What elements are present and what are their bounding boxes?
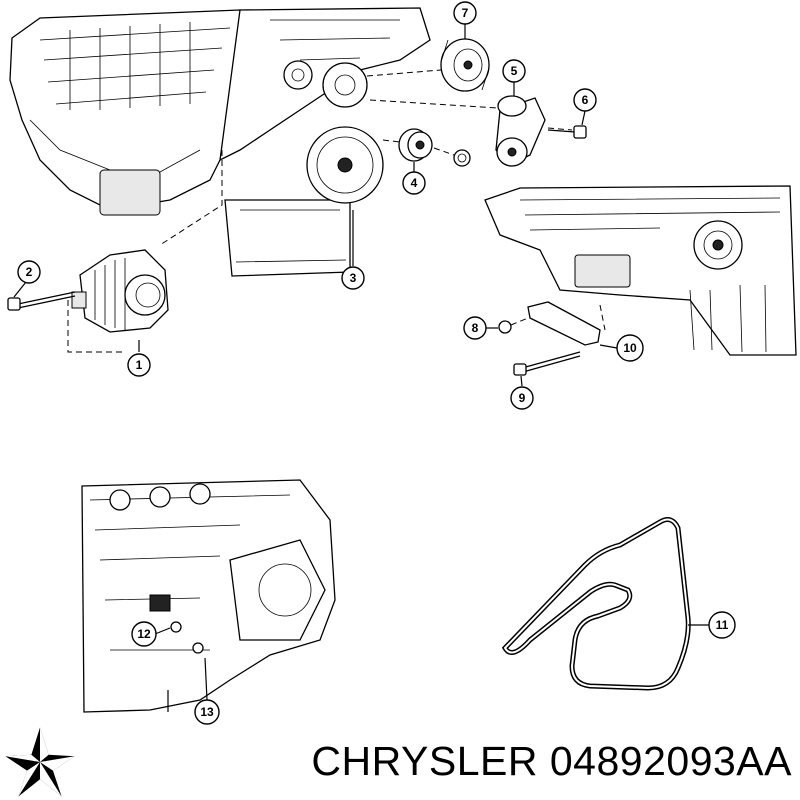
svg-text:12: 12 — [137, 627, 151, 641]
svg-text:10: 10 — [623, 341, 637, 355]
belt-tensioner-5 — [495, 95, 546, 167]
svg-text:4: 4 — [411, 176, 418, 190]
callout-2: 2 — [17, 260, 41, 284]
bolt-2 — [7, 291, 76, 311]
serpentine-belt-11 — [501, 517, 691, 691]
brand-footer: CHRYSLER 04892093AA — [0, 718, 800, 800]
brand-name: CHRYSLER — [311, 738, 538, 784]
engine-illustration-lower — [81, 479, 336, 713]
callout-10: 10 — [616, 334, 644, 362]
callout-8: 8 — [463, 316, 487, 340]
alternator-1 — [71, 249, 169, 333]
part-number: 04892093AA — [549, 738, 792, 784]
engine-illustration-side — [484, 185, 797, 356]
callout-5: 5 — [502, 59, 526, 83]
svg-text:7: 7 — [462, 6, 469, 20]
brand-part-label: CHRYSLER 04892093AA — [311, 738, 792, 785]
engine-illustration-main — [9, 7, 431, 277]
callout-12: 12 — [131, 621, 157, 647]
callout-13: 13 — [194, 699, 220, 725]
callout-11: 11 — [708, 611, 736, 639]
callout-9: 9 — [510, 386, 534, 410]
callout-6: 6 — [573, 88, 597, 112]
svg-text:9: 9 — [519, 391, 526, 405]
svg-text:6: 6 — [582, 93, 589, 107]
callout-4: 4 — [402, 171, 426, 195]
callout-3: 3 — [341, 266, 365, 290]
svg-text:11: 11 — [716, 618, 729, 632]
chrysler-pentastar-icon — [5, 727, 75, 797]
svg-text:2: 2 — [26, 265, 33, 279]
idler-pulley-7 — [440, 38, 490, 92]
svg-text:3: 3 — [350, 271, 357, 285]
svg-text:1: 1 — [136, 358, 143, 372]
svg-text:8: 8 — [472, 321, 479, 335]
svg-text:13: 13 — [200, 705, 214, 719]
bolt-6 — [547, 125, 587, 139]
bolt-9 — [513, 351, 581, 376]
nut-8 — [498, 317, 529, 334]
idler-pulley-4 — [398, 128, 471, 167]
callout-1: 1 — [127, 353, 151, 377]
callout-7: 7 — [453, 1, 477, 25]
svg-text:5: 5 — [511, 64, 518, 78]
